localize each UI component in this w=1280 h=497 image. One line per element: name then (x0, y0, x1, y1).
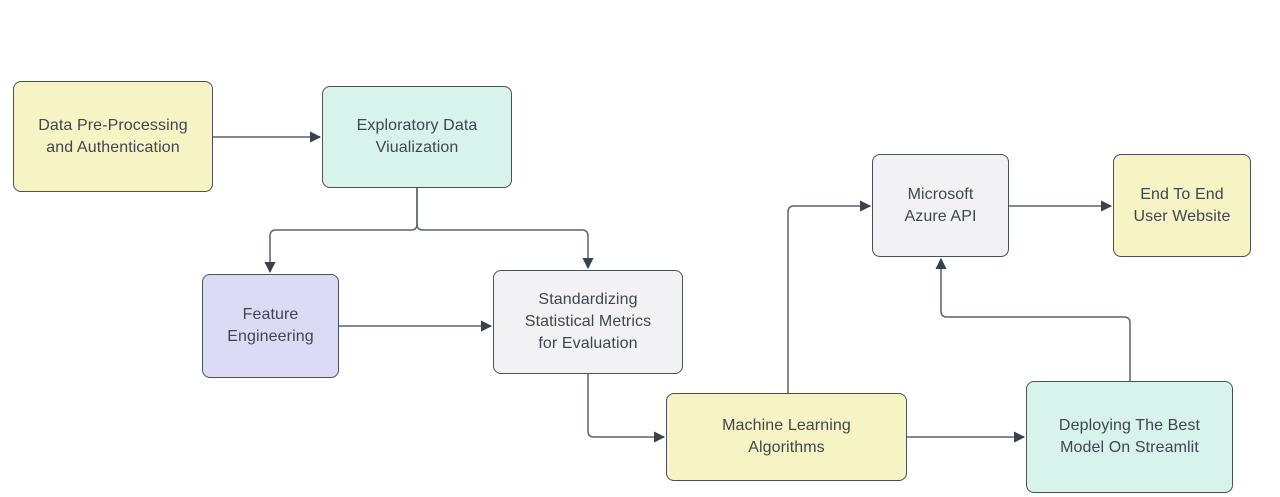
node-data-preprocessing: Data Pre-Processing and Authentication (13, 81, 213, 192)
node-end-to-end-website: End To End User Website (1113, 154, 1251, 257)
edge-exploratory-data-visualization-to-standardizing-metrics (416, 188, 594, 270)
edge-deploy-streamlit-to-microsoft-azure-api (935, 257, 1131, 381)
node-microsoft-azure-api: Microsoft Azure API (872, 154, 1009, 257)
edge-exploratory-data-visualization-to-feature-engineering (264, 188, 418, 274)
node-label-standardizing-metrics: Standardizing Statistical Metrics for Ev… (524, 291, 652, 352)
node-label-microsoft-azure-api: Microsoft Azure API (904, 185, 977, 225)
node-label-end-to-end-website: End To End User Website (1133, 185, 1231, 225)
node-feature-engineering: Feature Engineering (202, 274, 339, 378)
node-label-deploy-streamlit: Deploying The Best Model On Streamlit (1058, 417, 1201, 456)
node-standardizing-metrics: Standardizing Statistical Metrics for Ev… (493, 270, 683, 374)
node-ml-algorithms: Machine Learning Algorithms (666, 393, 907, 481)
node-label-feature-engineering: Feature Engineering (227, 306, 314, 345)
node-label-ml-algorithms: Machine Learning Algorithms (722, 417, 851, 456)
node-label-data-preprocessing: Data Pre-Processing and Authentication (38, 116, 188, 156)
node-label-exploratory-data-visualization: Exploratory Data Viualization (356, 117, 478, 156)
node-deploy-streamlit: Deploying The Best Model On Streamlit (1026, 381, 1233, 493)
node-exploratory-data-visualization: Exploratory Data Viualization (322, 86, 512, 188)
edge-standardizing-metrics-to-ml-algorithms (587, 374, 666, 443)
edge-ml-algorithms-to-microsoft-azure-api (787, 200, 872, 393)
